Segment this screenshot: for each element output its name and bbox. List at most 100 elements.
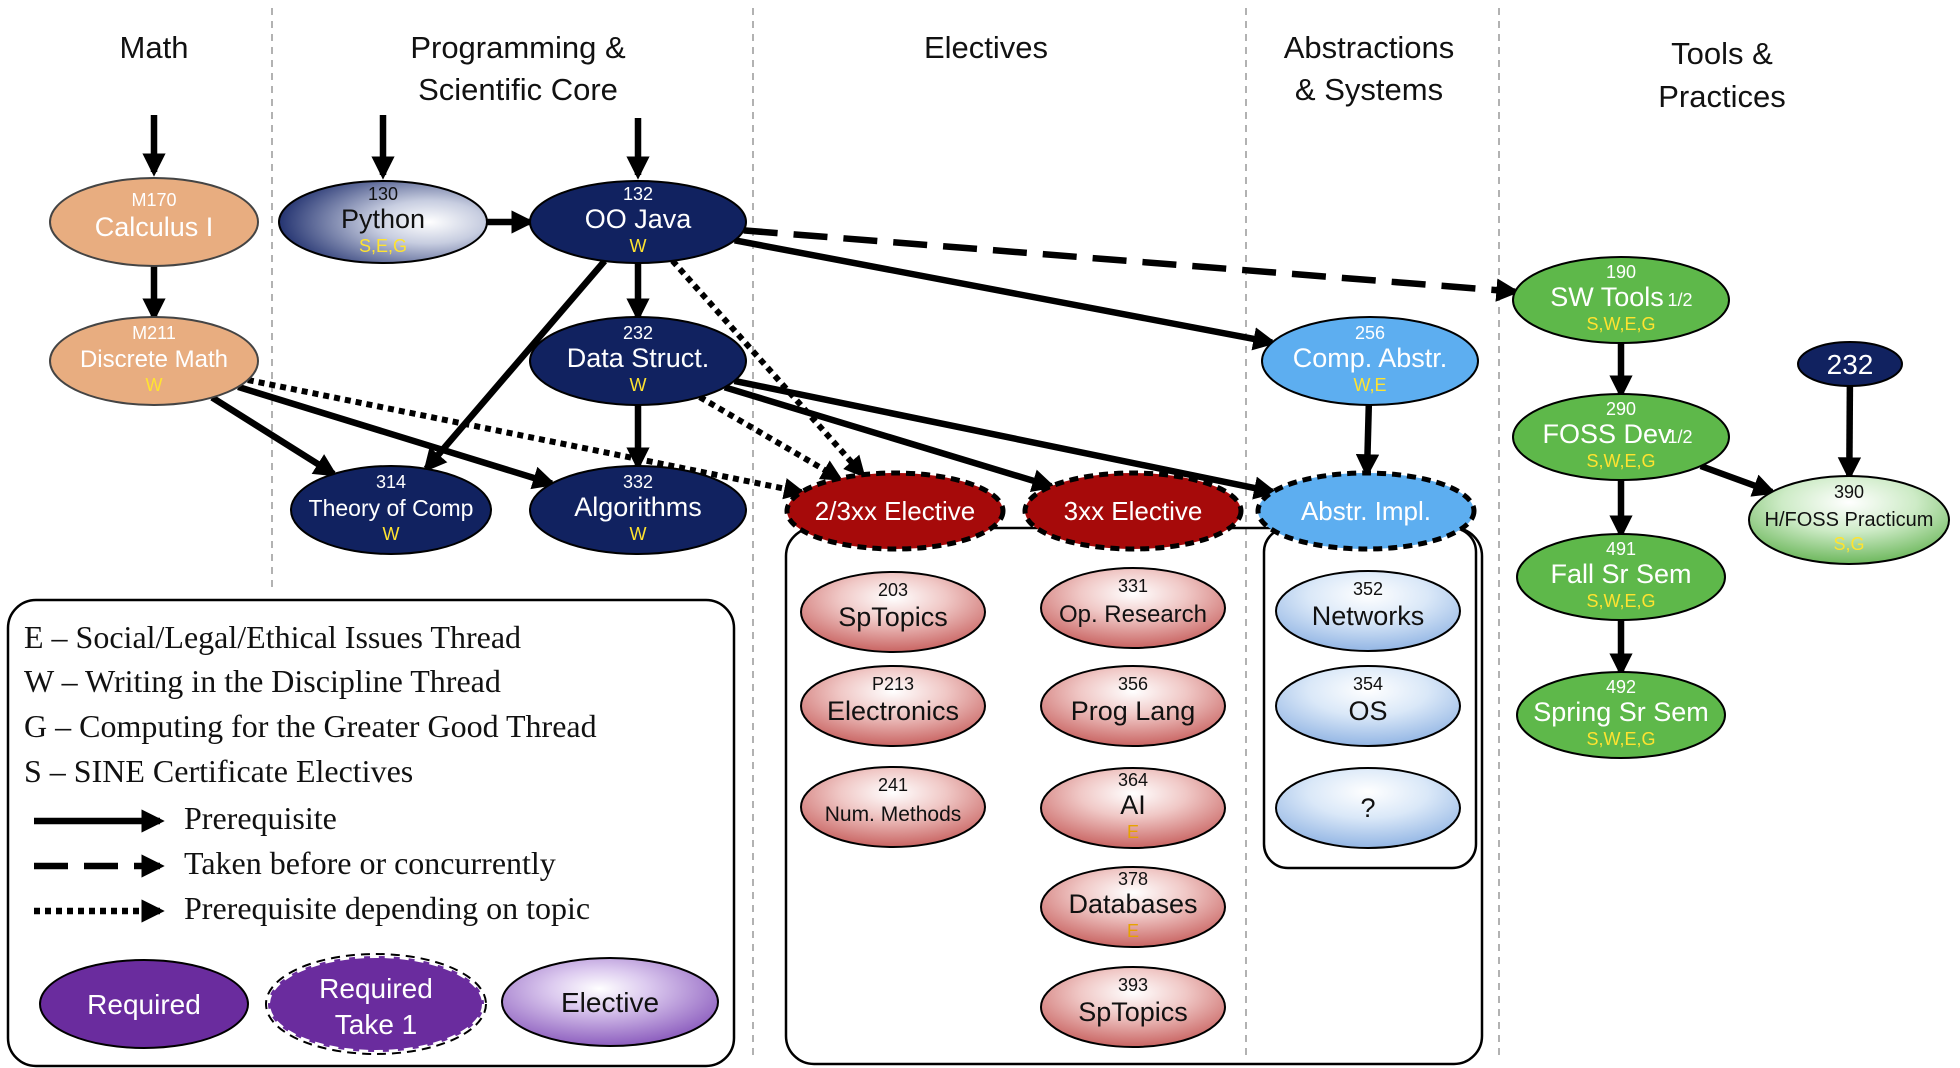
arrow-prerequisite-fossdev-to-hfoss: [1699, 462, 1777, 497]
course-threads: W: [146, 375, 163, 395]
column-header-abs: & Systems: [1295, 72, 1443, 107]
course-node-unknown[interactable]: ?: [1275, 767, 1461, 849]
course-name: SpTopics: [1078, 997, 1188, 1027]
course-number: P213: [872, 674, 914, 694]
course-name: Python: [341, 204, 425, 234]
course-number: 491: [1606, 539, 1636, 559]
arrow-prerequisite-datastruct-to-abstrimpl: [733, 377, 1278, 500]
course-name: ?: [1360, 793, 1375, 823]
course-name: OS: [1348, 696, 1387, 726]
arrow-prerequisite-discrete-to-theory: [210, 394, 338, 477]
course-number: 331: [1118, 576, 1148, 596]
column-header-elect: Electives: [924, 30, 1048, 65]
course-ellipse: [1748, 475, 1950, 565]
course-name: Num. Methods: [825, 803, 962, 826]
course-node-elective23[interactable]: 2/3xx Elective: [784, 470, 1006, 552]
legend-shape-requiredtake1: [266, 954, 486, 1054]
legend-shape-required: [39, 959, 249, 1049]
course-number: 352: [1353, 579, 1383, 599]
course-number: 241: [878, 775, 908, 795]
course-threads: S,W,E,G: [1586, 451, 1655, 471]
course-node-elective3[interactable]: 3xx Elective: [1022, 470, 1244, 552]
course-name: H/FOSS Practicum: [1765, 509, 1934, 531]
legend-thread-3: S – SINE Certificate Electives: [24, 753, 413, 789]
arrow-prerequisite-ds232-to-hfoss: [1837, 385, 1862, 481]
course-threads: E: [1127, 921, 1139, 941]
legend-shape-label: Elective: [561, 987, 659, 1018]
legend-arrow-label-topic: Prerequisite depending on topic: [184, 890, 590, 926]
column-header-tools: Practices: [1658, 79, 1785, 114]
course-name: Discrete Math: [80, 346, 228, 373]
course-threads: S,W,E,G: [1586, 314, 1655, 334]
arrow-topic-datastruct-to-elective23: [698, 394, 843, 482]
course-number: 356: [1118, 674, 1148, 694]
course-name: Op. Research: [1059, 601, 1207, 628]
legend: E – Social/Legal/Ethical Issues ThreadW …: [24, 619, 719, 1055]
course-name: 2/3xx Elective: [815, 496, 975, 526]
legend-box: [6, 598, 736, 1068]
course-number: 378: [1118, 869, 1148, 889]
course-name: Comp. Abstr.: [1293, 343, 1448, 373]
course-threads: W: [630, 375, 647, 395]
course-ellipse: [1797, 341, 1903, 387]
course-ellipse: [1512, 393, 1730, 481]
course-name: Databases: [1068, 889, 1197, 919]
column-header-prog: Programming &: [410, 30, 626, 65]
course-name: 232: [1827, 349, 1874, 380]
arrow-prerequisite-datastruct-to-elective3: [723, 384, 1056, 492]
course-ellipse: [800, 571, 986, 653]
course-name: Electronics: [827, 696, 959, 726]
course-number: 130: [368, 184, 398, 204]
arrow-prerequisite-oojava-to-compabstr: [733, 237, 1277, 351]
course-ellipse: [529, 180, 747, 264]
course-number: 393: [1118, 975, 1148, 995]
course-ellipse: [1516, 533, 1726, 621]
course-number: M211: [132, 323, 176, 343]
course-ellipse: [290, 465, 492, 555]
course-number: M170: [131, 190, 176, 210]
legend-thread-2: G – Computing for the Greater Good Threa…: [24, 708, 597, 744]
course-ellipse: [1516, 671, 1726, 759]
course-name: SpTopics: [838, 602, 948, 632]
course-ellipse: [1512, 256, 1730, 344]
elective-group-boxes: [6, 526, 1484, 1068]
course-name: Calculus I: [95, 212, 214, 242]
course-ellipse: [1040, 767, 1226, 849]
course-ellipse: [1040, 966, 1226, 1048]
course-ellipse: [1275, 767, 1461, 849]
legend-arrow-label-prerequisite: Prerequisite: [184, 800, 337, 836]
course-threads: W,E: [1353, 375, 1386, 395]
course-ellipse: [529, 465, 747, 555]
course-name: FOSS Dev: [1542, 419, 1672, 449]
column-header-prog: Scientific Core: [418, 72, 618, 107]
course-ellipse: [1261, 316, 1479, 406]
course-name: Fall Sr Sem: [1550, 559, 1691, 589]
course-node-ds232[interactable]: 232: [1797, 341, 1903, 387]
course-node-abstrimpl[interactable]: Abstr. Impl.: [1255, 470, 1477, 552]
